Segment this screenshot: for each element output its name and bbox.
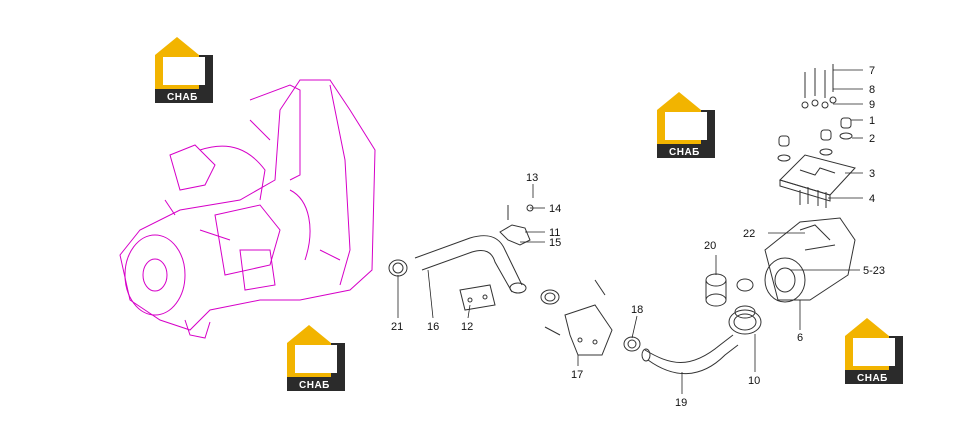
bracket-part-12 [459, 284, 496, 311]
callout-22: 22 [743, 228, 755, 240]
air-filter-part-6 [764, 217, 856, 303]
pins-part-4 [799, 187, 827, 208]
logo-subtext: СНАБ [857, 373, 888, 384]
clamp-part-near-17 [540, 289, 560, 305]
callout-10: 10 [748, 375, 760, 387]
clamp-part-10 [728, 305, 762, 335]
bolts-part-7 [801, 64, 837, 109]
logo-subtext: СНАБ [299, 380, 330, 391]
callout-6: 6 [797, 332, 803, 344]
clamp-part-18 [623, 336, 641, 352]
callout-8: 8 [869, 84, 875, 96]
logo-subtext: СНАБ [669, 147, 700, 158]
brand-logo-top-left: H3 СНАБ [155, 37, 213, 103]
engine-assembly [119, 79, 376, 339]
logo-subtext: СНАБ [167, 92, 198, 103]
callout-13: 13 [526, 172, 538, 184]
callout-17: 17 [571, 369, 583, 381]
callout-18: 18 [631, 304, 643, 316]
logo-letters: H3 [669, 115, 700, 142]
pipe-part-16 [414, 235, 527, 294]
callout-5-23: 5-23 [863, 265, 885, 277]
brand-logo-bottom-right: H3 СНАБ [845, 318, 903, 384]
callout-12: 12 [461, 321, 473, 333]
callout-labels: 7 8 9 1 2 3 4 22 5-23 6 20 10 19 18 17 1… [391, 65, 885, 409]
callout-9: 9 [869, 99, 875, 111]
callout-4: 4 [869, 193, 875, 205]
bracket-part-17 [544, 279, 613, 356]
callout-11: 11 [549, 227, 560, 239]
callout-14: 14 [549, 203, 561, 215]
logo-letters: H3 [167, 60, 198, 87]
brand-logo-bottom-left: H3 СНАБ [287, 325, 345, 391]
callout-15: 15 [549, 237, 561, 249]
bushings-part-1-2 [777, 117, 853, 162]
callout-19: 19 [675, 397, 687, 409]
hose-part-19 [641, 334, 739, 375]
callout-16: 16 [427, 321, 439, 333]
brand-logo-top-middle: H3 СНАБ [657, 92, 715, 158]
logo-letters: H3 [857, 341, 888, 368]
logo-letters: H3 [299, 348, 330, 375]
clamp-bracket-part-11 [499, 204, 534, 246]
callout-1: 1 [869, 115, 875, 127]
callout-2: 2 [869, 133, 875, 145]
callout-21: 21 [391, 321, 403, 333]
callout-7: 7 [869, 65, 875, 77]
hose-part-20 [705, 273, 754, 307]
callout-3: 3 [869, 168, 875, 180]
bracket-plate-part-3 [779, 154, 856, 202]
clamp-part-21 [388, 259, 408, 277]
leader-lines [397, 69, 863, 394]
callout-20: 20 [704, 240, 716, 252]
